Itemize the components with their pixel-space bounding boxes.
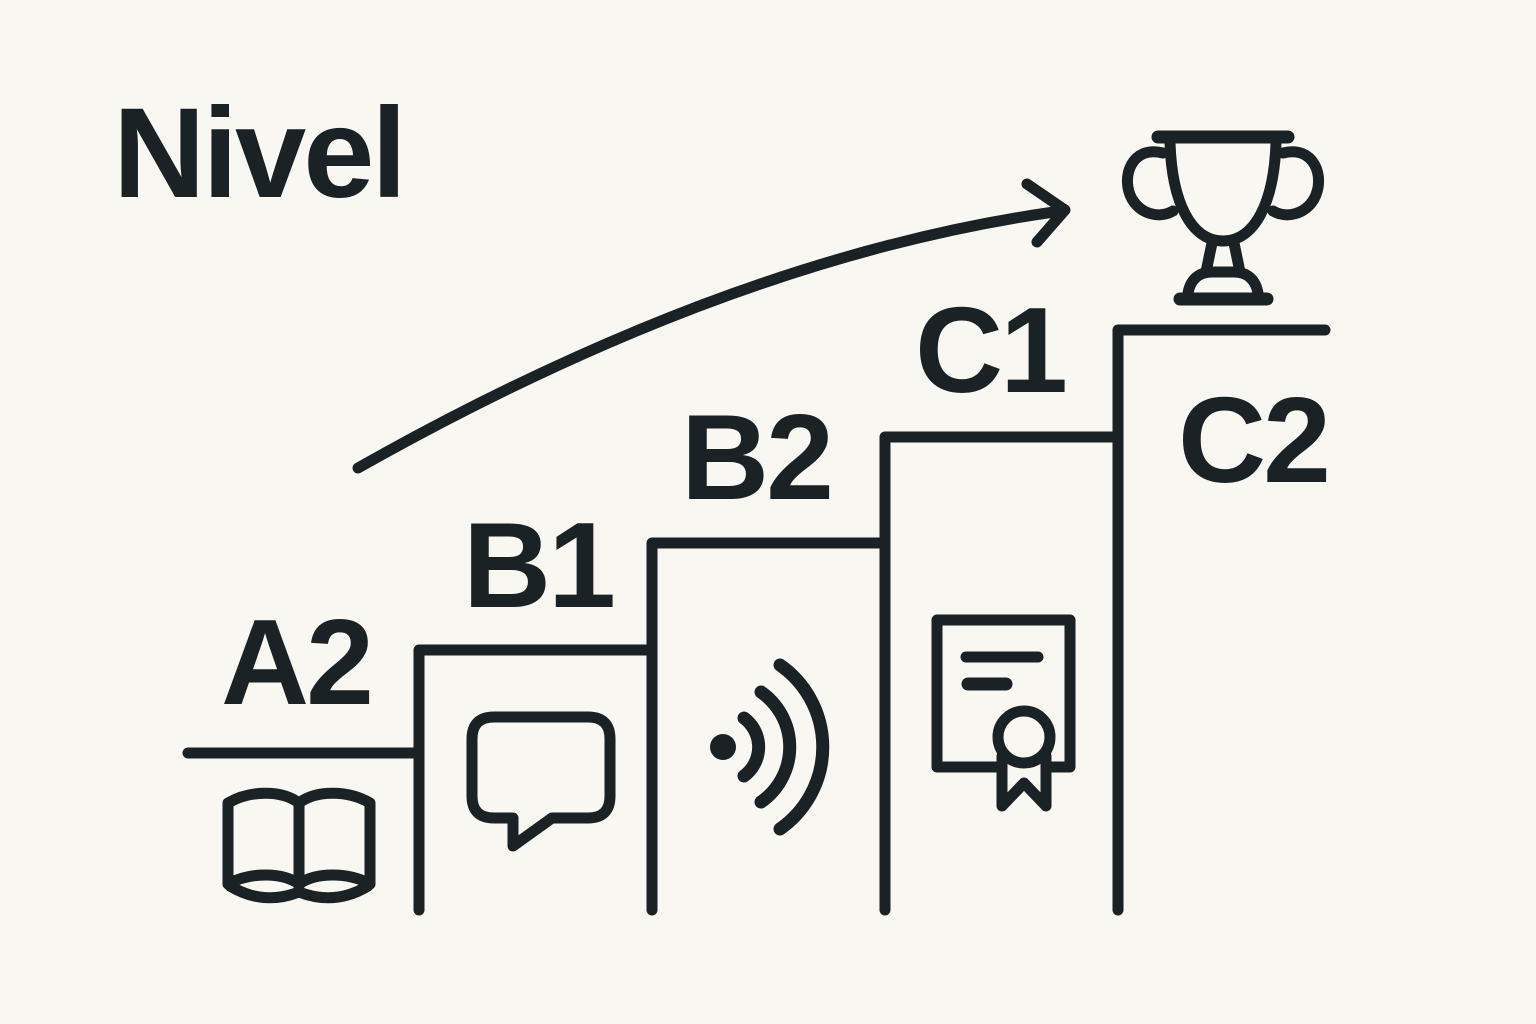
arrow-head — [1021, 178, 1071, 248]
sound-waves-icon — [710, 658, 830, 836]
step-b2-riser-tread — [646, 537, 891, 916]
level-label-b1: B1 — [463, 497, 616, 633]
level-label-b2: B2 — [681, 389, 834, 525]
level-label-a2: A2 — [221, 594, 374, 730]
staircase-steps — [182, 324, 1331, 916]
page-title: Nivel — [113, 82, 407, 225]
open-book-icon — [222, 787, 376, 904]
step-b1-riser-tread — [413, 644, 658, 916]
arrow-shaft — [352, 206, 1060, 474]
step-c1-riser-tread — [879, 431, 1124, 916]
speech-bubble-icon — [466, 711, 616, 852]
progress-arrow — [352, 178, 1071, 474]
certificate-icon — [931, 614, 1076, 812]
level-label-c2: C2 — [1178, 372, 1331, 508]
trophy-icon — [1122, 130, 1324, 306]
level-label-c1: C1 — [915, 282, 1068, 418]
step-c2-riser-tread — [1112, 324, 1331, 916]
